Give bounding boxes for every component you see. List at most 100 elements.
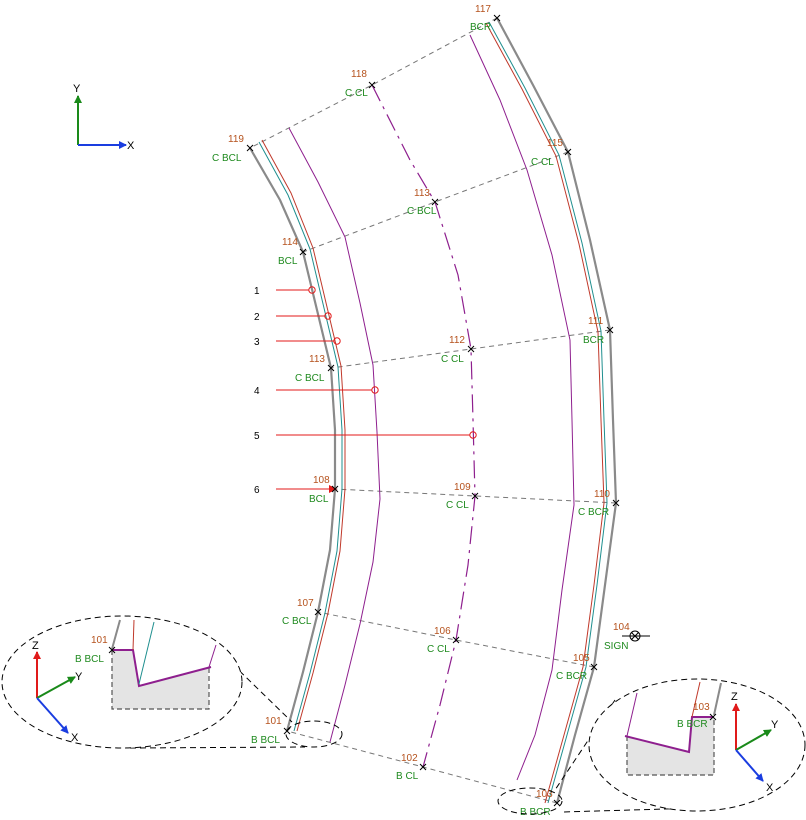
link-103-102-101 [286, 730, 558, 804]
point-code-105: C BCR [556, 671, 587, 682]
point-code-101: B BCL [251, 735, 280, 746]
x-axis-label: X [127, 140, 135, 152]
point-marker-113[interactable] [327, 364, 335, 372]
left-carriageway-edge [288, 127, 381, 743]
point-marker-116[interactable] [564, 148, 572, 156]
inset-teal-line-left [138, 621, 155, 685]
point-code-115: C BCL [407, 206, 437, 217]
offset-label-3: 3 [254, 337, 260, 348]
point-code-113: C BCL [295, 373, 325, 384]
inset-road-profile-left [112, 649, 212, 688]
point-marker-108[interactable] [331, 485, 339, 493]
point-number-119: 119 [228, 134, 244, 145]
point-number-102: 102 [401, 753, 418, 764]
inset-road-profile-right [624, 716, 714, 754]
point-marker-107[interactable] [314, 608, 322, 616]
offset-label-6: 6 [254, 485, 260, 496]
inset-point-marker-103 [709, 713, 717, 721]
point-marker-103[interactable] [553, 799, 561, 807]
point-marker-115[interactable] [431, 198, 439, 206]
point-marker-118[interactable] [368, 81, 376, 89]
point-marker-114[interactable] [299, 248, 307, 256]
point-code-107: C BCL [282, 616, 312, 627]
point-number-112: 112 [449, 335, 465, 346]
inset-z-label-left: Z [32, 640, 39, 652]
sign-marker[interactable] [622, 630, 650, 642]
point-number-116: 115 [547, 138, 563, 149]
inset-point-number-101: 101 [91, 635, 108, 646]
offset-marker-5[interactable] [469, 431, 477, 439]
callout-leader-103-top [554, 699, 616, 791]
point-marker-117[interactable] [493, 14, 501, 22]
offset-marker-3[interactable] [333, 337, 341, 345]
point-marker-112[interactable] [467, 345, 475, 353]
offset-labels: 1 2 3 4 5 6 [254, 286, 260, 496]
point-marker-109[interactable] [471, 492, 479, 500]
point-number-108: 108 [313, 475, 330, 486]
point-marker-110[interactable] [612, 499, 620, 507]
inset-edge-line-right [626, 692, 638, 737]
point-code-103: B BCR [520, 807, 551, 818]
link-117-118-119 [249, 17, 498, 149]
point-number-115: 113 [414, 188, 430, 199]
inset-x-axis-left [36, 697, 69, 734]
point-marker-102[interactable] [419, 763, 427, 771]
offset-lines [276, 286, 477, 493]
inset-x-label-right: X [766, 782, 774, 794]
offset-marker-1[interactable] [308, 286, 316, 294]
point-marker-106[interactable] [452, 636, 460, 644]
inset-red-line-left [132, 619, 135, 651]
point-number-103: 103 [536, 789, 553, 800]
point-number-110: 110 [594, 489, 610, 500]
left-edge [249, 127, 381, 743]
point-code-110: C BCR [578, 507, 609, 518]
inset-y-label-right: Y [771, 719, 779, 731]
point-marker-119[interactable] [246, 144, 254, 152]
offset-label-1: 1 [254, 286, 260, 297]
point-number-117: 117 [475, 4, 491, 15]
inset-y-label-left: Y [75, 671, 83, 683]
point-number-118: 118 [351, 69, 367, 80]
callout-markers [129, 649, 701, 815]
offset-label-2: 2 [254, 312, 260, 323]
point-number-101: 101 [265, 716, 282, 727]
point-code-117: BCR [470, 22, 491, 33]
inset-z-label-right: Z [731, 691, 738, 703]
sign-icon [629, 630, 641, 642]
point-marker-111[interactable] [606, 326, 614, 334]
point-number-114: 114 [282, 237, 298, 248]
point-code-109: C CL [446, 500, 469, 511]
point-number-104: 104 [613, 622, 630, 633]
point-number-105: 105 [573, 653, 590, 664]
point-number-107: 107 [297, 598, 314, 609]
point-code-116: C CL [531, 157, 554, 168]
centerline [371, 84, 476, 768]
offset-label-5: 5 [254, 431, 260, 442]
point-code-114: BCL [278, 256, 298, 267]
inset-section-outline-left [111, 650, 210, 710]
offset-marker-2[interactable] [324, 312, 332, 320]
offset-marker-4[interactable] [371, 386, 379, 394]
point-marker-101[interactable] [283, 727, 291, 735]
left-outer-edge [249, 147, 337, 732]
point-code-112: C CL [441, 354, 464, 365]
left-red-line [261, 139, 346, 732]
inset-edge-line-left [208, 644, 217, 668]
inset-section-fill-right [627, 717, 714, 775]
right-outer-edge [496, 17, 618, 804]
link-116-115-114 [302, 151, 569, 253]
point-code-104: SIGN [604, 641, 628, 652]
point-code-102: B CL [396, 771, 419, 782]
point-number-111: 111 [588, 316, 604, 327]
detail-inset-101: 101 B BCL Z Y X [1, 615, 243, 749]
point-code-118: C CL [345, 88, 368, 99]
point-marker-105[interactable] [590, 663, 598, 671]
point-code-108: BCL [309, 494, 329, 505]
callout-leader-101-bottom [129, 746, 306, 749]
inset-y-axis-left [36, 676, 76, 699]
detail-inset-103: 103 B BCR Z Y X [588, 678, 806, 812]
right-edge [469, 17, 618, 804]
callout-leader-101-top [217, 649, 293, 723]
inset-point-code-101: B BCL [75, 654, 104, 665]
